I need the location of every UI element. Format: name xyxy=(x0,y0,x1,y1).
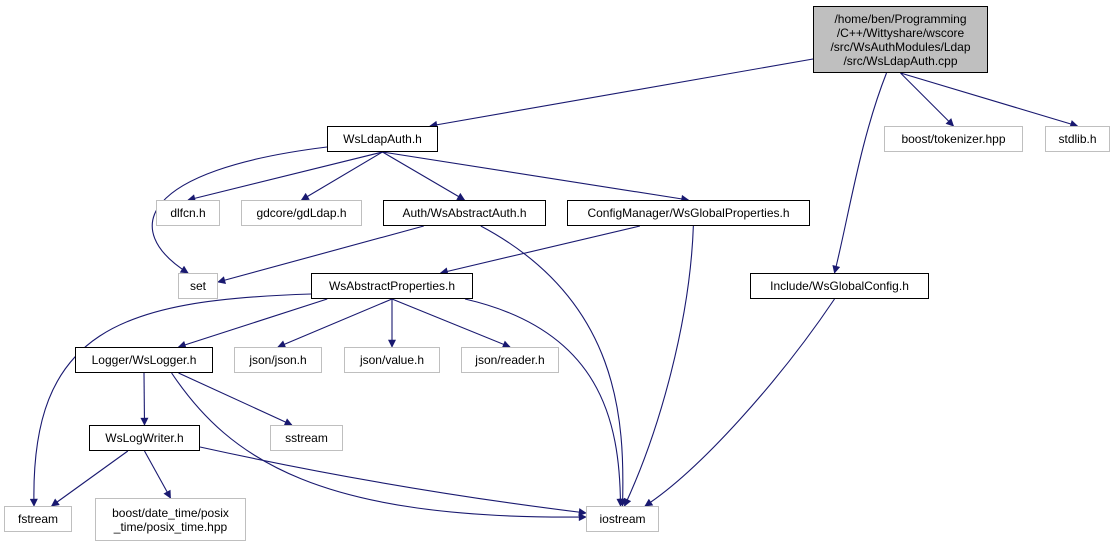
edge-wsabstractauth_h-to-iostream xyxy=(480,225,627,507)
edge-wsabstractauth_h-to-set xyxy=(217,225,424,284)
node-wsglobalproperties-h[interactable]: ConfigManager/WsGlobalProperties.h xyxy=(567,200,810,226)
edge-wsabstractproperties_h-to-json_reader_h xyxy=(391,298,511,348)
node-root-file[interactable]: /home/ben/Programming /C++/Wittyshare/ws… xyxy=(813,6,988,73)
edge-wsglobalproperties_h-to-wsabstractproperties_h xyxy=(439,225,641,276)
node-json-reader-h: json/reader.h xyxy=(461,347,559,373)
edge-wsabstractproperties_h-to-json_json_h xyxy=(277,298,393,348)
edge-wsldapauth_h-to-gdldap_h xyxy=(300,151,383,201)
node-posix-time: boost/date_time/posix _time/posix_time.h… xyxy=(95,498,246,541)
node-wsabstractproperties-h[interactable]: WsAbstractProperties.h xyxy=(311,273,473,299)
node-json-value-h: json/value.h xyxy=(344,347,440,373)
node-iostream: iostream xyxy=(586,506,659,532)
node-json-json-h: json/json.h xyxy=(234,347,322,373)
edge-wsldapauth_h-to-dlfcn_h xyxy=(187,151,383,203)
edge-root-to-wsglobalconfig_h xyxy=(832,72,888,274)
node-wsglobalconfig-h[interactable]: Include/WsGlobalConfig.h xyxy=(750,273,929,299)
edge-wsldapauth_h-to-wsabstractauth_h xyxy=(382,151,466,201)
node-set: set xyxy=(178,273,218,299)
edge-wslogger_h-to-wslogwriter_h xyxy=(140,372,149,426)
node-fstream: fstream xyxy=(4,506,72,532)
edge-root-to-stdlib_h xyxy=(900,72,1079,128)
edge-wslogger_h-to-sstream xyxy=(178,372,293,426)
node-wslogger-h[interactable]: Logger/WsLogger.h xyxy=(75,347,213,373)
edge-wsabstractproperties_h-to-wslogger_h xyxy=(177,298,328,349)
edge-root-to-boost_tokenizer xyxy=(900,72,955,127)
edge-wslogwriter_h-to-iostream xyxy=(199,446,587,517)
edge-wsglobalproperties_h-to-iostream xyxy=(623,225,694,507)
node-gdldap-h: gdcore/gdLdap.h xyxy=(241,200,362,226)
edge-wslogger_h-to-iostream xyxy=(171,372,587,522)
edge-wsglobalconfig_h-to-iostream xyxy=(644,298,835,507)
node-stdlib-h: stdlib.h xyxy=(1045,126,1110,152)
edge-wsabstractproperties_h-to-iostream xyxy=(464,298,625,507)
edge-wslogwriter_h-to-posix_time xyxy=(144,450,171,499)
node-wslogwriter-h[interactable]: WsLogWriter.h xyxy=(89,425,200,451)
node-wsldapauth-h[interactable]: WsLdapAuth.h xyxy=(327,126,438,152)
edge-wsldapauth_h-to-wsglobalproperties_h xyxy=(382,151,690,203)
node-wsabstractauth-h[interactable]: Auth/WsAbstractAuth.h xyxy=(383,200,546,226)
node-sstream: sstream xyxy=(270,425,343,451)
edge-wsabstractproperties_h-to-fstream xyxy=(29,293,312,507)
node-boost-tokenizer: boost/tokenizer.hpp xyxy=(884,126,1023,152)
edge-root-to-wsldapauth_h xyxy=(429,58,814,129)
node-dlfcn-h: dlfcn.h xyxy=(156,200,220,226)
edge-wslogwriter_h-to-fstream xyxy=(50,450,129,507)
